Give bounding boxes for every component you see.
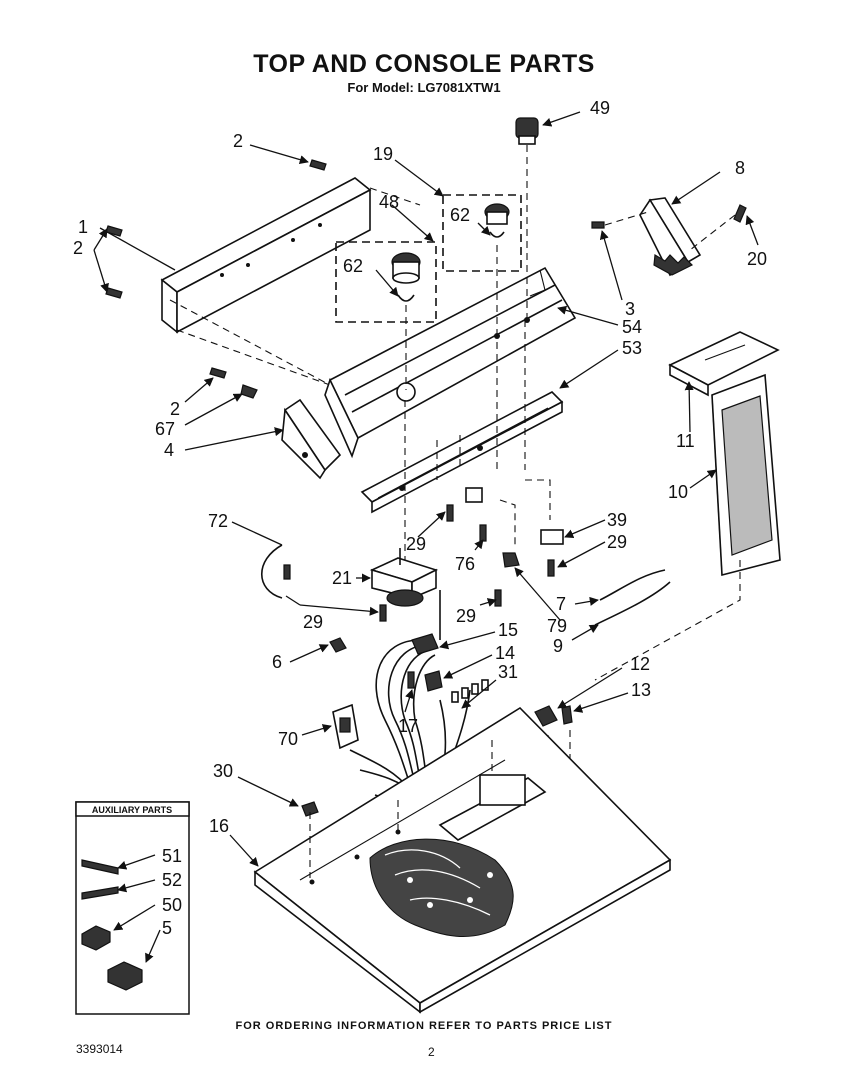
callout-label: 29: [607, 532, 627, 552]
callout-label: 49: [590, 98, 610, 118]
console-panel: [324, 266, 577, 459]
callout-label: 8: [735, 158, 745, 178]
top-wiring: [369, 838, 514, 938]
callout-labels: 2 49 19 8 48 62 62 1 2 20 3 54 53 2 67 4…: [73, 98, 767, 938]
callout-label: 3: [625, 299, 635, 319]
callout-label: 20: [747, 249, 767, 269]
top-rear-panel: [160, 177, 372, 334]
auxiliary-parts-box: AUXILIARY PARTS: [75, 801, 190, 1015]
model-subtitle: For Model: LG7081XTW1: [347, 80, 501, 95]
screw-icon: [379, 504, 555, 689]
callout-label: 72: [208, 511, 228, 531]
callout-label: 19: [373, 144, 393, 164]
selector-box-48: [335, 241, 437, 323]
screw-icon: [561, 705, 573, 725]
callout-label: 62: [450, 205, 470, 225]
connector-14: [424, 670, 443, 692]
callout-label: 67: [155, 419, 175, 439]
callout-label: 30: [213, 761, 233, 781]
lint-filter-screen: [711, 373, 781, 577]
switch-knob-icon: [484, 203, 510, 330]
callout-label: 52: [162, 870, 182, 890]
wire-9: [594, 581, 671, 626]
callout-label: 9: [553, 636, 563, 656]
callout-label: 31: [498, 662, 518, 682]
wire-7: [599, 569, 666, 601]
callout-label: 39: [607, 510, 627, 530]
clip-icon: [329, 637, 347, 653]
clip-30: [301, 801, 319, 817]
callout-label: 12: [630, 654, 650, 674]
callout-label: 14: [495, 643, 515, 663]
timer-motor: [369, 548, 439, 607]
callout-label: 6: [272, 652, 282, 672]
screw-icon: [733, 204, 747, 223]
ordering-footer: FOR ORDERING INFORMATION REFER TO PARTS …: [235, 1020, 613, 1032]
callout-label: 29: [456, 606, 476, 626]
wire-72: [260, 544, 283, 599]
callout-label: 51: [162, 846, 182, 866]
callout-label: 21: [332, 568, 352, 588]
timer-knob-icon: [391, 252, 421, 390]
switch-39: [540, 529, 564, 545]
callout-label: 29: [406, 534, 426, 554]
callout-label: 2: [233, 131, 243, 151]
switch-76: [465, 487, 483, 503]
callout-label: 70: [278, 729, 298, 749]
callout-label: 48: [379, 192, 399, 212]
leader-lines: [93, 111, 759, 963]
callout-label: 5: [162, 918, 172, 938]
callout-label: 2: [73, 238, 83, 258]
callout-label: 10: [668, 482, 688, 502]
callout-label: 1: [78, 217, 88, 237]
callout-label: 13: [631, 680, 651, 700]
lint-filter-cover: [668, 331, 780, 397]
callout-label: 16: [209, 816, 229, 836]
knob-icon: [515, 117, 539, 320]
auxiliary-title: AUXILIARY PARTS: [92, 805, 172, 815]
callout-label: 17: [398, 716, 418, 736]
callout-label: 29: [303, 612, 323, 632]
page-number: 2: [428, 1045, 435, 1059]
clip-icon: [240, 384, 258, 399]
callout-label: 2: [170, 399, 180, 419]
callout-label: 54: [622, 317, 642, 337]
control-bracket: [639, 197, 702, 277]
screw-icon: [591, 221, 605, 229]
callout-label: 62: [343, 256, 363, 276]
screw-icon: [105, 159, 327, 379]
callout-label: 15: [498, 620, 518, 640]
connector-15: [411, 633, 439, 655]
selector-box-19: [442, 194, 522, 272]
callout-label: 50: [162, 895, 182, 915]
callout-label: 11: [676, 431, 695, 451]
document-number: 3393014: [76, 1042, 123, 1056]
page-title: TOP AND CONSOLE PARTS: [253, 50, 595, 78]
end-cap: [281, 398, 342, 480]
console-bracket: [360, 391, 564, 514]
callout-label: 79: [547, 616, 567, 636]
callout-label: 53: [622, 338, 642, 358]
clip-12: [534, 705, 558, 727]
callout-label: 7: [556, 594, 566, 614]
terminal-icon: [451, 679, 489, 703]
terminal-block-70: [332, 703, 359, 750]
callout-label: 76: [455, 554, 475, 574]
screw-icon: [283, 564, 291, 580]
callout-label: 4: [164, 440, 174, 460]
switch-79: [502, 552, 520, 568]
